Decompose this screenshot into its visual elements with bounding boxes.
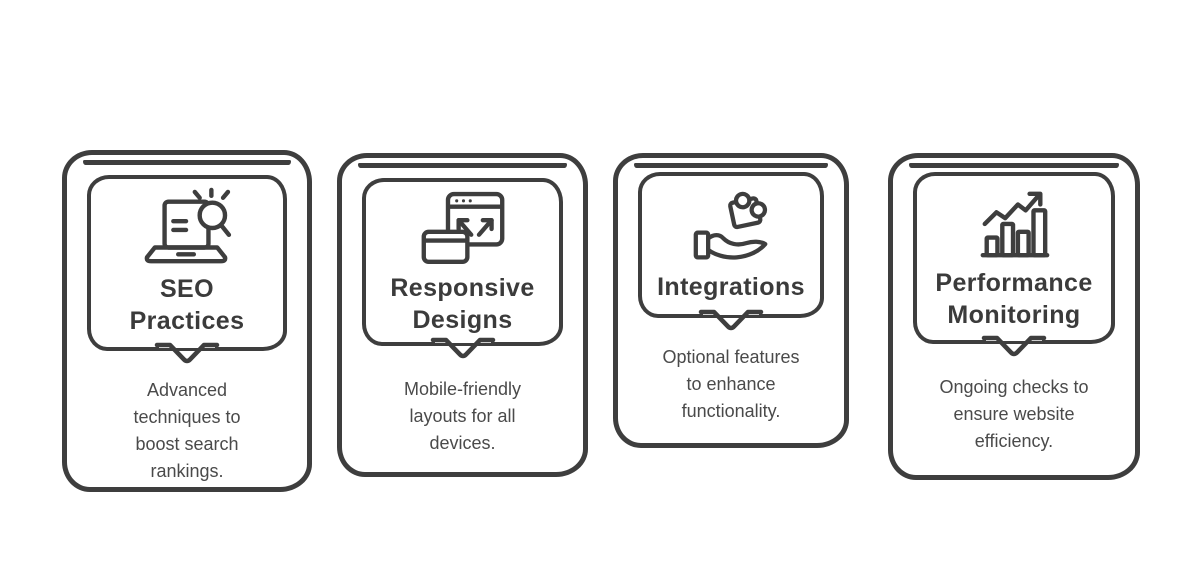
card-title: Integrations bbox=[657, 272, 805, 301]
bar-chart-arrow-icon bbox=[975, 185, 1053, 261]
responsive-window-icon bbox=[417, 188, 509, 266]
speech-bubble: Integrations bbox=[638, 172, 824, 331]
bubble-tail bbox=[430, 337, 495, 359]
card-title: Responsive Designs bbox=[390, 274, 535, 334]
card-description: Optional features to enhance functionali… bbox=[662, 347, 800, 421]
card-title: Performance Monitoring bbox=[935, 269, 1093, 329]
feature-card-responsive-designs: Responsive Designs Mobile-friendly layou… bbox=[337, 153, 588, 477]
card-description: Mobile-friendly layouts for all devices. bbox=[403, 379, 522, 453]
speech-bubble: SEO Practices bbox=[87, 175, 287, 364]
speech-bubble: Performance Monitoring bbox=[913, 172, 1115, 357]
feature-card-integrations: Integrations Optional features to enhanc… bbox=[613, 153, 849, 448]
laptop-search-icon bbox=[138, 187, 236, 267]
speech-bubble: Responsive Designs bbox=[362, 178, 563, 359]
feature-card-performance-monitoring: Performance Monitoring Ongoing checks to… bbox=[888, 153, 1140, 480]
feature-card-seo-practices: SEO Practices Advanced techniques to boo… bbox=[62, 150, 312, 492]
card-description: Advanced techniques to boost search rank… bbox=[133, 380, 241, 481]
bubble-tail bbox=[981, 335, 1047, 357]
card-title: SEO Practices bbox=[129, 275, 245, 335]
card-description: Ongoing checks to ensure website efficie… bbox=[939, 377, 1089, 451]
bubble-tail bbox=[698, 309, 764, 331]
hand-puzzle-icon bbox=[688, 187, 774, 265]
bubble-tail bbox=[154, 342, 220, 364]
